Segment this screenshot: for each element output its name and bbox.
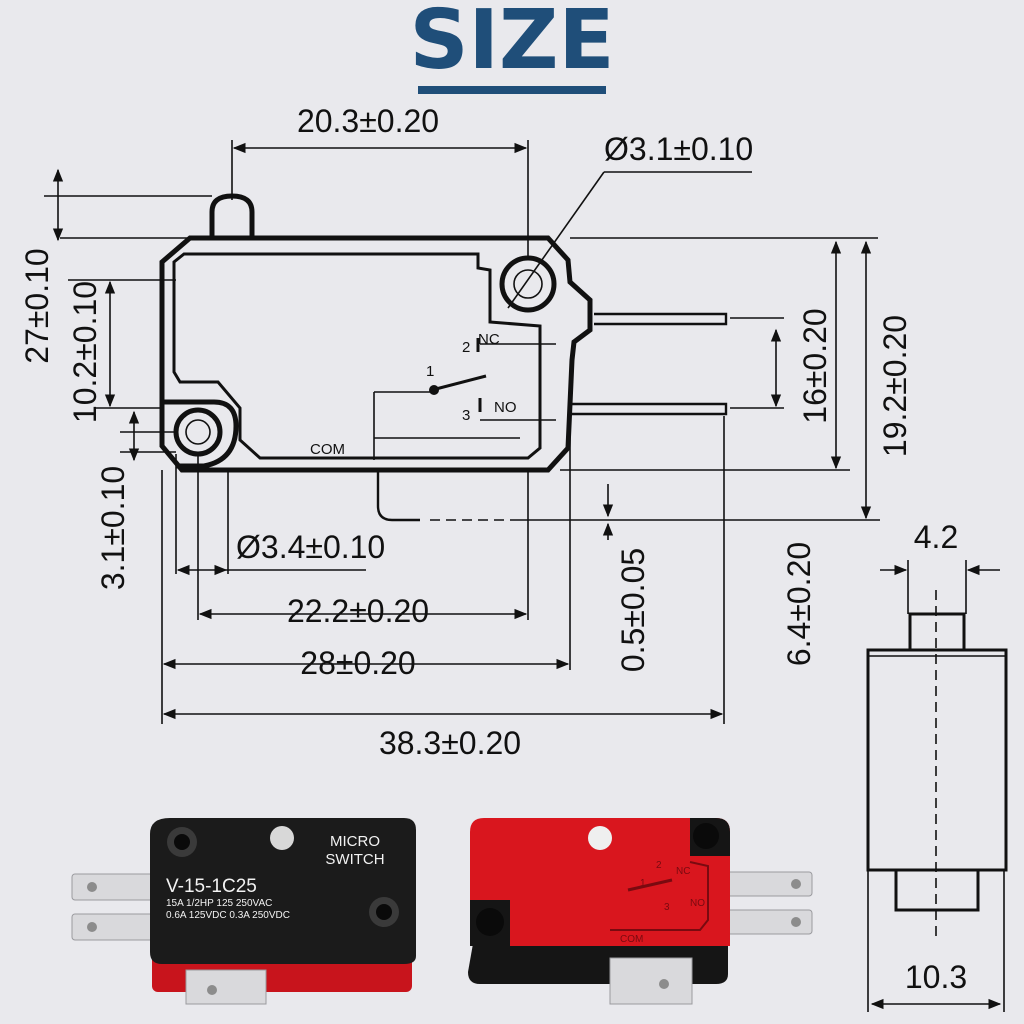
- switch-body-drawing: 2 NC 1 3 NO COM: [159, 193, 728, 522]
- photo-model: V-15-1C25: [166, 876, 257, 897]
- dim-top-width: 20.3±0.20: [297, 103, 439, 139]
- com-label: COM: [310, 441, 345, 458]
- dim-side-width: 10.3: [905, 959, 967, 995]
- dimension-lines: [44, 140, 880, 724]
- photo-nc-number: 2: [656, 860, 662, 871]
- nc-number-label: 2: [462, 339, 470, 356]
- photo-com-number: 1: [640, 878, 646, 889]
- photo-brand-line2: SWITCH: [325, 851, 384, 868]
- photo-rating-1: 15A 1/2HP 125 250VAC: [166, 898, 272, 909]
- dim-hole-offset: 3.1±0.10: [95, 466, 131, 590]
- photo-rating-2: 0.6A 125VDC 0.3A 250VDC: [166, 910, 290, 921]
- title-underline: [418, 86, 606, 94]
- dim-plunger-width: 4.2: [914, 519, 958, 555]
- product-photo-front: [71, 818, 416, 1005]
- dim-terminal-height: 16±0.20: [797, 308, 833, 423]
- side-view-drawing: [866, 560, 1008, 1012]
- no-label: NO: [494, 399, 517, 416]
- page-title: SIZE: [409, 0, 614, 88]
- product-photo-back: [468, 818, 813, 1005]
- dim-inner-height: 10.2±0.10: [67, 281, 103, 423]
- photo-no-label: NO: [690, 898, 705, 909]
- no-number-label: 3: [462, 407, 470, 424]
- photo-nc-label: NC: [676, 866, 690, 877]
- dim-overall-height: 27±0.10: [19, 248, 55, 363]
- dim-body-height: 19.2±0.20: [877, 315, 913, 457]
- dim-body-length: 28±0.20: [300, 645, 415, 681]
- dim-overall-length: 38.3±0.20: [379, 725, 521, 761]
- com-number-label: 1: [426, 363, 434, 380]
- nc-label: NC: [478, 331, 500, 348]
- dim-com-hole: Ø3.4±0.10: [236, 529, 385, 565]
- dim-terminal-gap: 6.4±0.20: [781, 542, 817, 666]
- photo-no-number: 3: [664, 902, 670, 913]
- photo-com-label: COM: [620, 934, 643, 945]
- photo-brand-line1: MICRO: [330, 833, 380, 850]
- dim-hole-spacing: 22.2±0.20: [287, 593, 429, 629]
- dim-mount-hole: Ø3.1±0.10: [604, 131, 753, 167]
- dim-terminal-thickness: 0.5±0.05: [615, 548, 651, 672]
